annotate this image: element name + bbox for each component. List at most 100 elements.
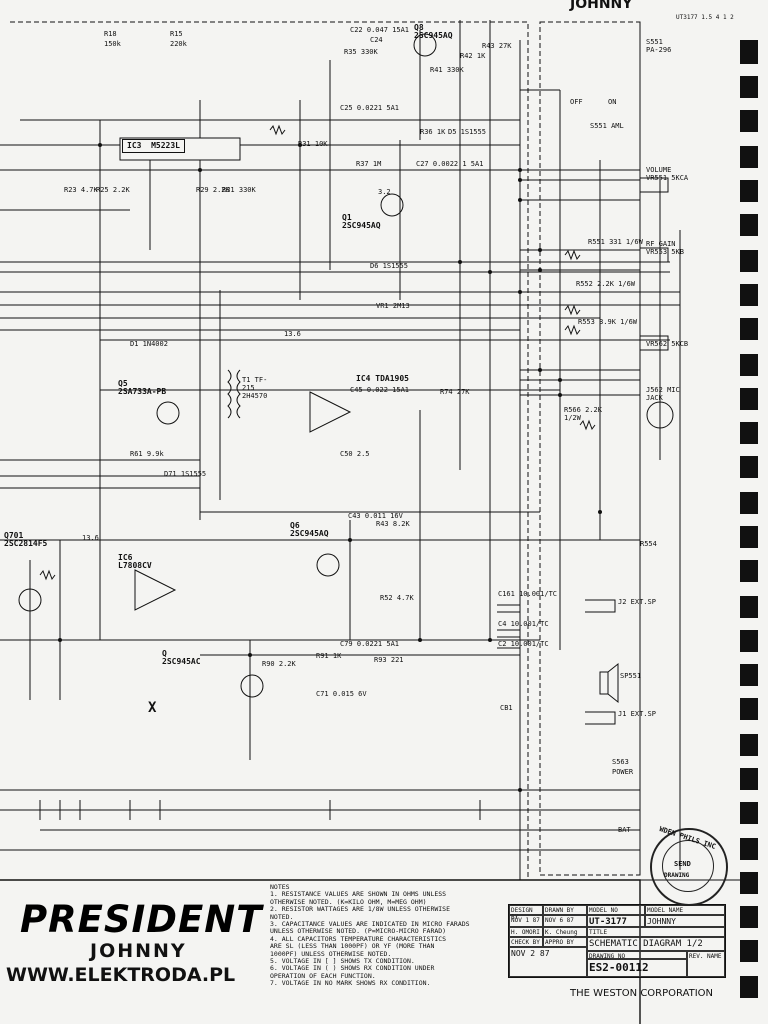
switch-off: OFF — [570, 98, 583, 106]
micjack-label: J562 MIC JACK — [646, 386, 680, 402]
brand-logo: PRESIDENT — [20, 898, 263, 941]
note-line: NOTED. — [270, 912, 294, 921]
r37: R37 1M — [356, 160, 382, 168]
switch-on: ON — [608, 98, 617, 106]
r29: R29 2.2K — [196, 186, 230, 194]
title-block: DESIGN BY DRAWN BY MODEL NO MODEL NAME N… — [508, 904, 726, 978]
r93: R93 221 — [374, 656, 404, 664]
j2-label: J2 EXT.SP — [618, 598, 656, 606]
cb1: CB1 — [500, 704, 513, 712]
r554-label: R554 — [640, 540, 657, 548]
tb-appro-by: APPRO BY — [543, 937, 587, 947]
note-line: 3. CAPACITANCE VALUES ARE INDICATED IN M… — [270, 920, 470, 929]
note-line: 4. ALL CAPACITORS TEMPERATURE CHARACTERI… — [270, 934, 447, 943]
c27: C27 0.0022 1 5A1 — [416, 160, 484, 168]
note-line: OTHERWISE NOTED. (K=KILO OHM, M=MEG OHM) — [270, 897, 427, 906]
tb-date2: NOV 6 87 — [543, 915, 587, 927]
tb-design-by: DESIGN BY — [509, 905, 543, 921]
c25: C25 0.0221 5A1 — [340, 104, 400, 112]
tb-model-name: JOHNNY — [645, 915, 725, 927]
c45: C45 0.022 15A1 — [350, 386, 410, 394]
doc-id: UT3177 1.5 4 1 2 — [676, 14, 734, 21]
tb-model-name-h: MODEL NAME — [645, 905, 725, 915]
r90: R90 2.2K — [262, 660, 296, 668]
note-line: OPERATION OF EACH FUNCTION. — [270, 971, 376, 980]
tb-drawn-by: DRAWN BY — [543, 905, 587, 915]
ic3-label: IC3 M5223L — [122, 139, 185, 153]
v32: 3.2 — [378, 188, 391, 196]
brand-site: WWW.ELEKTRODA.PL — [6, 964, 236, 986]
d1: D1 1N4002 — [130, 340, 168, 348]
tb-model-no-h: MODEL NO — [587, 905, 645, 915]
r15v: 220k — [170, 40, 187, 48]
r61: R61 9.9k — [130, 450, 164, 458]
ic4-label: IC4 TDA1905 — [356, 374, 409, 383]
switch-aml: S551 AML — [590, 122, 624, 130]
notes-block: NOTES 1. RESISTANCE VALUES ARE SHOWN IN … — [270, 883, 500, 988]
note-line: 1000PF) UNLESS OTHERWISE NOTED. — [270, 949, 392, 958]
c79: C79 0.0221 5A1 — [340, 640, 400, 648]
note-line: 2. RESISTOR WATTAGES ARE 1/8W UNLESS OTH… — [270, 905, 451, 914]
r35: R35 330K — [344, 48, 378, 56]
c71: C71 0.015 6V — [316, 690, 367, 698]
s563-label: S563 — [612, 758, 629, 766]
r41: R41 330K — [430, 66, 464, 74]
v133: 13.6 — [82, 534, 99, 542]
r74: R74 27K — [440, 388, 470, 396]
notes-title: NOTES — [270, 883, 290, 891]
c43: C43 0.011 16V — [348, 512, 403, 520]
tb-sign2: K. Cheung — [543, 927, 587, 937]
j1-label: J1 EXT.SP — [618, 710, 656, 718]
r52: R52 4.7K — [380, 594, 414, 602]
note-line: 5. VOLTAGE IN [ ] SHOWS TX CONDITION. — [270, 957, 415, 966]
d5: D5 1S1555 — [448, 128, 486, 136]
vr562-label: VR562 5KCB — [646, 340, 689, 348]
note-line: UNLESS OTHERWISE NOTED. (P=MICRO-MICRO F… — [270, 927, 447, 936]
r18: R18 — [104, 30, 117, 38]
r18v: 150k — [104, 40, 121, 48]
note-line: ARE SL (LESS THAN 1000PF) OR YF (MORE TH… — [270, 942, 435, 951]
r25: R25 2.2K — [96, 186, 130, 194]
rfgain-label: RF GAIN VR553 5KB — [646, 240, 684, 256]
r15: R15 — [170, 30, 183, 38]
note-line: 7. VOLTAGE IN NO MARK SHOWS RX CONDITION… — [270, 979, 431, 988]
note-line: 1. RESISTANCE VALUES ARE SHOWN IN OHMS U… — [270, 890, 447, 899]
r23: R23 4.7K — [64, 186, 98, 194]
c2: C2 10.001/TC — [498, 640, 549, 648]
power-label: POWER — [612, 768, 634, 776]
r91: R91 1K — [316, 652, 342, 660]
r31b: R31 330K — [222, 186, 256, 194]
tb-check-by: CHECK BY — [509, 937, 543, 947]
c22: C22 0.047 15A1 — [350, 26, 410, 34]
r31: R31 10K — [298, 140, 328, 148]
brand-model: JOHNNY — [90, 940, 187, 962]
tb-rev-h: REV. NAME — [687, 951, 725, 977]
vr1: VR1 2M13 — [376, 302, 410, 310]
tb-date1: NOV 1 87 — [509, 915, 543, 927]
v136: 13.6 — [284, 330, 301, 338]
d6: D6 1S1555 — [370, 262, 408, 270]
r553: R553 3.9K 1/6W — [578, 318, 638, 326]
tb-drawing-no-h: DRAWING NO — [587, 951, 687, 960]
r551: R551 331 1/6W — [588, 238, 643, 246]
r36: R36 1K — [420, 128, 446, 136]
r42: R42 1K — [460, 52, 486, 60]
tb-drawing-no: ES2-00112 — [587, 959, 687, 977]
header-model: JOHNNY — [570, 0, 633, 12]
sp551-label: SP551 — [620, 672, 642, 680]
t1: T1 TF-215 2H4570 — [242, 376, 268, 400]
tb-date3: NOV 2 87 — [509, 947, 587, 977]
corp-name: THE WESTON CORPORATION — [570, 988, 714, 999]
c24: C24 — [370, 36, 383, 44]
r566-label: R566 2.2K 1/2W — [564, 406, 602, 422]
tb-sign1: H. OMORI — [509, 927, 543, 937]
tb-title-h: TITLE — [587, 927, 725, 937]
